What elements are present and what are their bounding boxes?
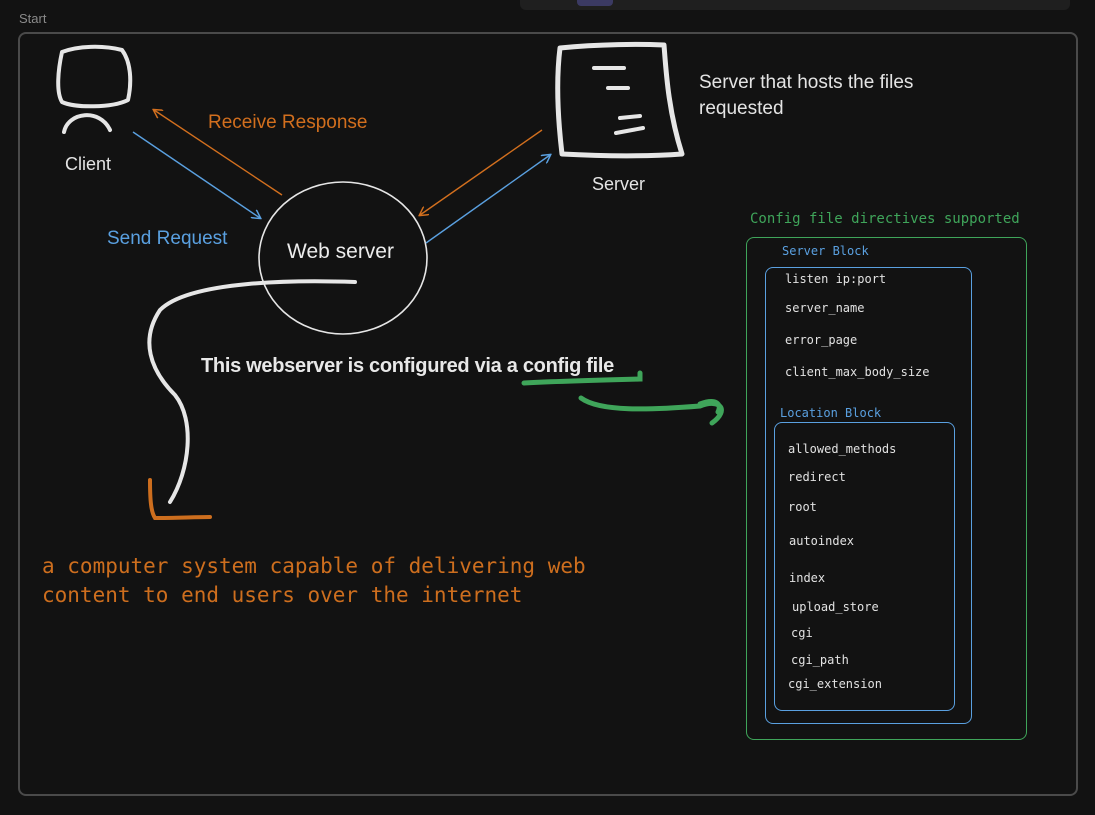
send-request-arrow[interactable] bbox=[132, 131, 260, 218]
location-directive: upload_store bbox=[792, 600, 879, 614]
config-underline[interactable] bbox=[521, 370, 643, 386]
location-directive: cgi_extension bbox=[788, 677, 882, 691]
client-icon[interactable] bbox=[56, 44, 133, 134]
toolbar-active-tool[interactable] bbox=[577, 0, 613, 6]
server-block-box[interactable] bbox=[765, 267, 972, 724]
definition-line-2: content to end users over the internet bbox=[42, 583, 523, 607]
definition-connector[interactable] bbox=[147, 279, 357, 504]
server-directive: client_max_body_size bbox=[785, 365, 930, 379]
server-directive: server_name bbox=[785, 301, 865, 315]
location-directive: cgi bbox=[791, 626, 813, 640]
config-note: This webserver is configured via a confi… bbox=[201, 355, 614, 377]
location-block-box[interactable] bbox=[774, 422, 955, 711]
config-arrow[interactable] bbox=[578, 395, 724, 426]
server-description: Server that hosts the files requested bbox=[699, 72, 914, 119]
server-icon[interactable] bbox=[555, 41, 685, 159]
location-directive: redirect bbox=[788, 470, 846, 484]
response-arrow-server[interactable] bbox=[420, 129, 543, 215]
location-directive: root bbox=[788, 500, 817, 514]
receive-response-arrow-client[interactable] bbox=[154, 110, 283, 196]
definition-text: a computer system capable of delivering … bbox=[42, 552, 586, 610]
web-server-label: Web server bbox=[287, 240, 394, 263]
server-block-title: Server Block bbox=[782, 244, 869, 258]
web-server-node[interactable] bbox=[258, 181, 428, 335]
location-directive: index bbox=[789, 571, 826, 585]
definition-line-1: a computer system capable of delivering … bbox=[42, 554, 586, 578]
toolbar[interactable] bbox=[520, 0, 1070, 10]
client-label: Client bbox=[65, 154, 112, 174]
config-title: Config file directives supported bbox=[750, 211, 1020, 227]
send-request-label: Send Request bbox=[107, 228, 228, 249]
canvas-frame[interactable] bbox=[18, 32, 1078, 796]
definition-connector-tip[interactable] bbox=[148, 478, 212, 521]
location-directive: autoindex bbox=[789, 534, 855, 548]
receive-response-label: Receive Response bbox=[208, 112, 368, 133]
server-directive: listen ip:port bbox=[785, 272, 887, 286]
location-directive: cgi_path bbox=[791, 653, 849, 667]
request-arrow-server[interactable] bbox=[425, 155, 550, 244]
location-directive: allowed_methods bbox=[788, 442, 897, 456]
config-box[interactable] bbox=[746, 237, 1027, 740]
frame-label: Start bbox=[19, 11, 47, 26]
server-label: Server bbox=[592, 174, 646, 194]
server-directive: error_page bbox=[785, 333, 858, 347]
location-block-title: Location Block bbox=[780, 406, 882, 420]
